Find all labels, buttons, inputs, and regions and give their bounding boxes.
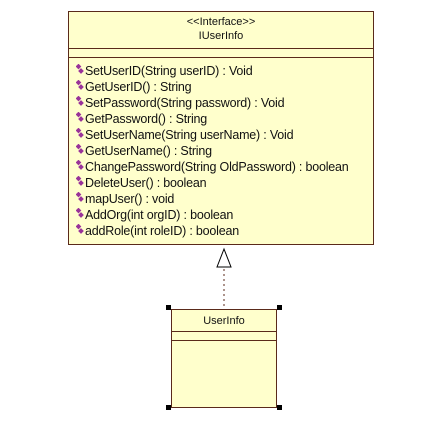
operation-icon [76, 160, 84, 171]
interface-operation[interactable]: SetUserID(String userID) : Void [76, 63, 373, 79]
selection-handle-bottom-right[interactable] [277, 405, 282, 410]
operation-signature: GetUserName() : String [85, 144, 212, 158]
interface-stereotype: <<Interface>> [186, 16, 256, 28]
operation-icon [76, 80, 84, 91]
class-name: UserInfo [203, 315, 245, 327]
class-attributes [172, 332, 276, 341]
interface-operation[interactable]: GetUserID() : String [76, 79, 373, 95]
interface-header: <<Interface>> IUserInfo [69, 12, 373, 49]
operation-icon [76, 112, 84, 123]
interface-operation[interactable]: AddOrg(int orgID) : boolean [76, 207, 373, 223]
interface-operation[interactable]: GetUserName() : String [76, 143, 373, 159]
interface-operation[interactable]: mapUser() : void [76, 191, 373, 207]
operation-signature: DeleteUser() : boolean [85, 176, 207, 190]
operation-icon [76, 224, 84, 235]
selection-handle-top-left[interactable] [166, 305, 171, 310]
operation-signature: mapUser() : void [85, 192, 175, 206]
operation-signature: SetPassword(String password) : Void [85, 96, 285, 110]
operation-icon [76, 192, 84, 203]
operation-signature: GetPassword() : String [85, 112, 208, 126]
interface-operation[interactable]: SetPassword(String password) : Void [76, 95, 373, 111]
selection-handle-bottom-left[interactable] [166, 405, 171, 410]
operation-icon [76, 144, 84, 155]
interface-operation[interactable]: SetUserName(String userName) : Void [76, 127, 373, 143]
interface-box[interactable]: <<Interface>> IUserInfo SetUserID(String… [68, 11, 374, 245]
operation-signature: AddOrg(int orgID) : boolean [85, 208, 234, 222]
operation-icon [76, 128, 84, 139]
operation-signature: SetUserID(String userID) : Void [85, 64, 253, 78]
operation-icon [76, 64, 84, 75]
interface-operation[interactable]: GetPassword() : String [76, 111, 373, 127]
class-header: UserInfo [172, 310, 276, 332]
operation-signature: SetUserName(String userName) : Void [85, 128, 294, 142]
selection-handle-top-right[interactable] [277, 305, 282, 310]
interface-attributes [69, 49, 373, 58]
operation-icon [76, 176, 84, 187]
hollow-triangle-arrow-icon [216, 247, 232, 268]
class-box[interactable]: UserInfo [171, 309, 277, 408]
operation-signature: addRole(int roleID) : boolean [85, 224, 240, 238]
operation-signature: GetUserID() : String [85, 80, 192, 94]
operation-signature: ChangePassword(String OldPassword) : boo… [85, 160, 349, 174]
interface-operation[interactable]: ChangePassword(String OldPassword) : boo… [76, 159, 373, 175]
interface-operation[interactable]: addRole(int roleID) : boolean [76, 223, 373, 239]
interface-operation[interactable]: DeleteUser() : boolean [76, 175, 373, 191]
operation-icon [76, 96, 84, 107]
interface-name: IUserInfo [198, 30, 244, 42]
operation-icon [76, 208, 84, 219]
